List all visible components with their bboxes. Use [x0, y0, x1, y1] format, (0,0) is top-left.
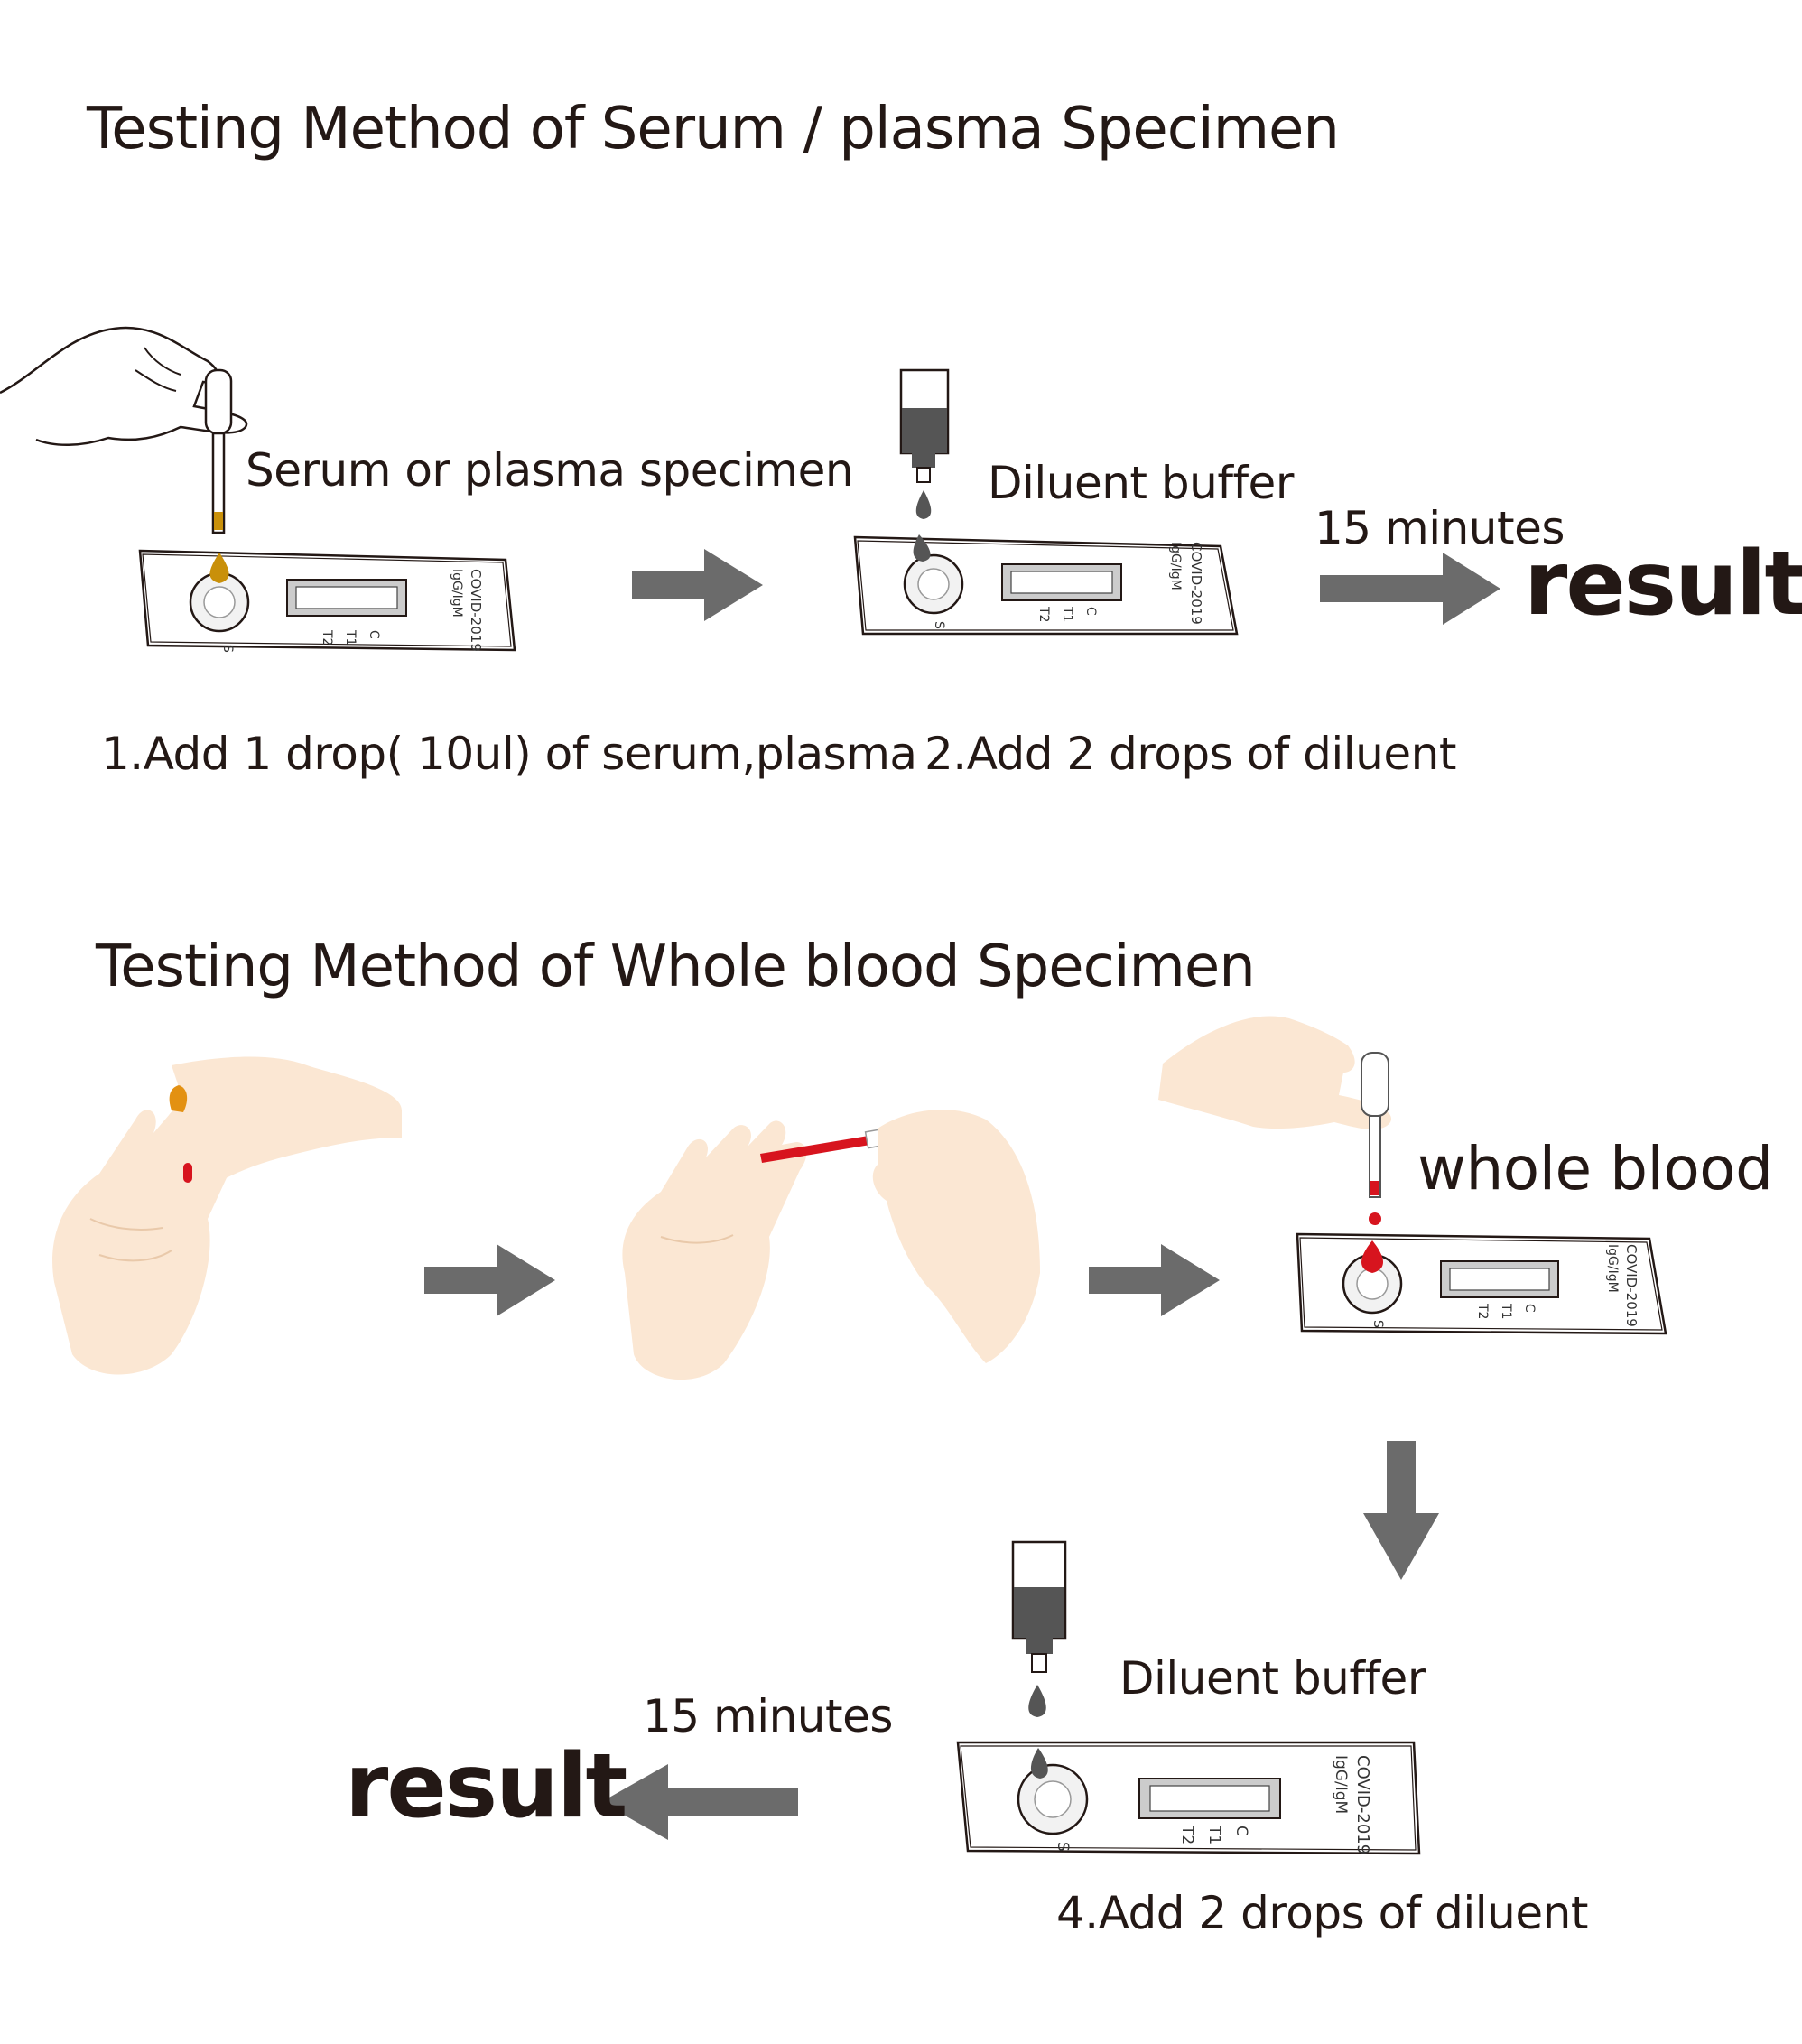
blood-drop-icon — [183, 1163, 192, 1183]
cassette-sub: IgG/IgM — [1332, 1755, 1350, 1814]
arrow-right-icon — [1320, 553, 1500, 625]
arrow-right-icon — [632, 549, 763, 621]
line-c-letter: C — [1522, 1304, 1537, 1313]
diluent-drop-icon — [1028, 1685, 1046, 1717]
test-cassette-2: S T2 T1 C COVID-2019 IgG/IgM — [853, 534, 1239, 636]
line-c-letter: C — [367, 630, 381, 639]
blood-collection-illustration — [622, 1110, 1040, 1380]
cassette-sub: IgG/IgM — [1605, 1244, 1620, 1293]
test-cassette-4: S T2 T1 C COVID-2019 IgG/IgM — [956, 1741, 1421, 1855]
serum-specimen-label: Serum or plasma specimen — [246, 444, 854, 497]
diluent-bottle-icon — [1011, 1540, 1067, 1779]
serum-section-title: Testing Method of Serum / plasma Specime… — [87, 96, 1340, 163]
blood-drop-icon — [1369, 1212, 1381, 1225]
well-letter: S — [932, 621, 946, 629]
line-t2-letter: T2 — [1036, 606, 1051, 622]
serum-result-label: result — [1524, 533, 1802, 636]
arrow-right-icon — [424, 1244, 555, 1316]
serum-step-2: 2.Add 2 drops of diluent — [924, 728, 1456, 780]
blood-step-4: 4.Add 2 drops of diluent — [1056, 1887, 1588, 1939]
arrow-down-icon — [1363, 1441, 1439, 1580]
diluent-drop-icon — [915, 490, 932, 519]
cassette-sub: IgG/IgM — [450, 569, 464, 618]
cassette-name: COVID-2019 — [1353, 1755, 1372, 1854]
line-c-letter: C — [1232, 1826, 1250, 1836]
test-cassette-3: S T2 T1 C COVID-2019 IgG/IgM — [1296, 1232, 1667, 1335]
well-letter: S — [1370, 1320, 1385, 1328]
line-t1-letter: T1 — [1205, 1825, 1223, 1844]
well-letter: S — [1054, 1842, 1072, 1852]
line-t2-letter: T2 — [320, 629, 334, 646]
well-letter: S — [220, 645, 235, 653]
line-t1-letter: T1 — [1499, 1303, 1513, 1319]
serum-drop-icon — [209, 553, 229, 583]
cassette-name: COVID-2019 — [468, 569, 484, 652]
capillary-tube-icon — [760, 1136, 870, 1163]
line-c-letter: C — [1083, 607, 1098, 616]
line-t1-letter: T1 — [1060, 606, 1074, 622]
test-cassette-1: S T2 T1 C COVID-2019 IgG/IgM — [138, 549, 516, 653]
line-t1-letter: T1 — [343, 629, 358, 646]
hand-with-blood-dropper-illustration — [1158, 1016, 1392, 1225]
finger-prick-illustration — [52, 1056, 402, 1375]
whole-blood-label: whole blood — [1417, 1134, 1773, 1203]
hand-with-dropper-illustration — [0, 326, 248, 534]
lancet-icon — [169, 1085, 188, 1112]
serum-step-1: 1.Add 1 drop( 10ul) of serum,plasma — [101, 728, 917, 780]
arrow-right-icon — [1089, 1244, 1220, 1316]
cassette-name: COVID-2019 — [1188, 542, 1204, 625]
whole-blood-section-title: Testing Method of Whole blood Specimen — [96, 934, 1256, 1000]
cassette-sub: IgG/IgM — [1168, 542, 1183, 590]
blood-diluent-label: Diluent buffer — [1119, 1652, 1426, 1705]
arrow-left-icon — [601, 1764, 798, 1840]
line-t2-letter: T2 — [1475, 1303, 1490, 1319]
serum-diluent-label: Diluent buffer — [988, 457, 1294, 509]
serum-time-label: 15 minutes — [1314, 502, 1565, 554]
line-t2-letter: T2 — [1178, 1825, 1196, 1844]
cassette-name: COVID-2019 — [1623, 1244, 1639, 1327]
blood-result-label: result — [345, 1735, 627, 1838]
blood-time-label: 15 minutes — [643, 1690, 893, 1742]
